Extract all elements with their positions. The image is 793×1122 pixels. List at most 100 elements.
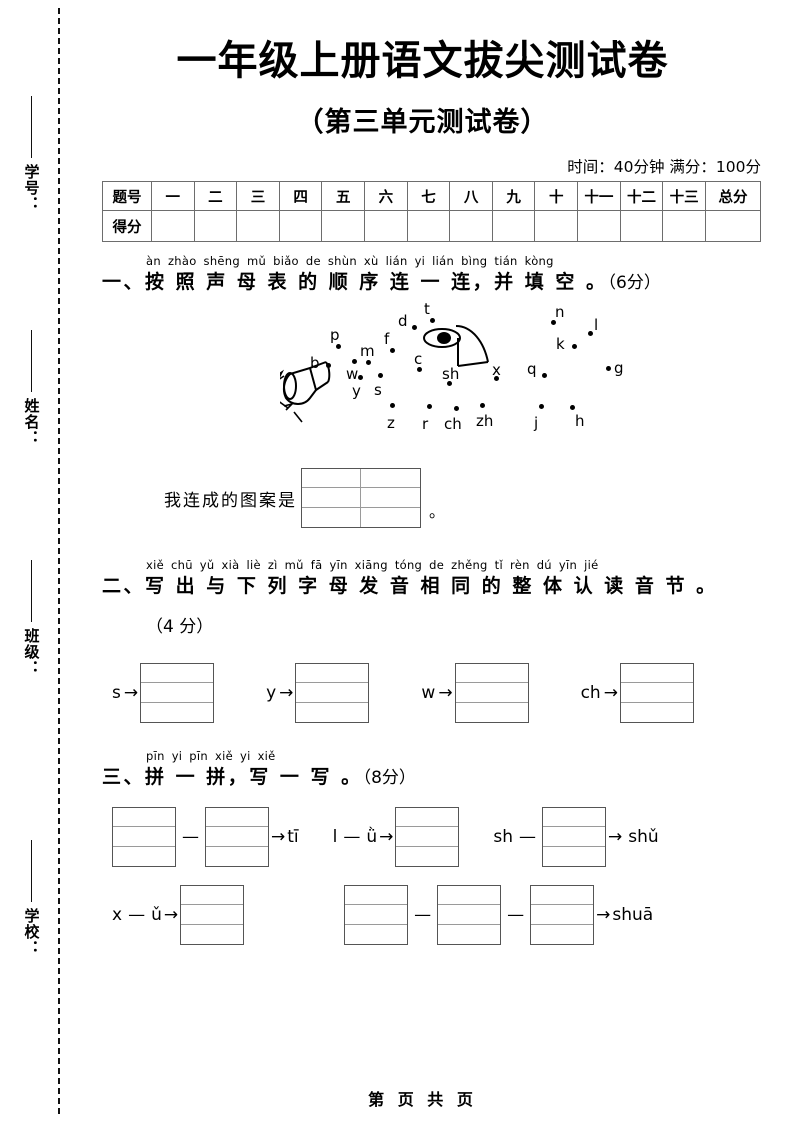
question-2-heading-text: 二、写 出 与 下 列 字 母 发 音 相 同 的 整 体 认 读 音 节 。	[102, 575, 718, 597]
score-input-2[interactable]	[193, 210, 238, 242]
answer-cell[interactable]	[113, 808, 175, 828]
score-input-3[interactable]	[236, 210, 280, 242]
answer-cell[interactable]	[141, 664, 214, 684]
score-col-7: 七	[406, 181, 451, 211]
answer-cell[interactable]	[345, 886, 408, 906]
puzzle-dot[interactable]	[480, 403, 485, 408]
answer-cell[interactable]	[438, 905, 501, 925]
score-input-9[interactable]	[491, 210, 536, 242]
answer-cell[interactable]	[531, 925, 593, 944]
puzzle-dot[interactable]	[494, 376, 499, 381]
answer-cell[interactable]	[361, 508, 420, 527]
answer-cell[interactable]	[621, 703, 693, 722]
answer-cell[interactable]	[206, 847, 268, 866]
puzzle-dot-label: sh	[442, 365, 460, 383]
question-3-box-2[interactable]	[395, 807, 460, 867]
puzzle-dot[interactable]	[542, 373, 547, 378]
puzzle-dot[interactable]	[539, 404, 544, 409]
puzzle-dot[interactable]	[454, 406, 459, 411]
answer-cell[interactable]	[302, 488, 361, 508]
puzzle-dot[interactable]	[606, 366, 611, 371]
pinyin-syllable: àn	[146, 254, 161, 268]
score-input-1[interactable]	[151, 210, 195, 242]
puzzle-dot[interactable]	[447, 381, 452, 386]
answer-cell[interactable]	[296, 703, 368, 722]
answer-cell[interactable]	[620, 683, 693, 703]
puzzle-dot[interactable]	[336, 344, 341, 349]
puzzle-dot[interactable]	[412, 325, 417, 330]
answer-cell[interactable]	[396, 827, 459, 847]
answer-cell[interactable]	[455, 683, 528, 703]
answer-cell[interactable]	[296, 664, 369, 684]
score-input-6[interactable]	[364, 210, 408, 242]
score-input-4[interactable]	[278, 210, 323, 242]
question-3-box-5a[interactable]	[344, 885, 409, 945]
answer-cell[interactable]	[181, 905, 244, 925]
pinyin-syllable: xù	[363, 254, 379, 268]
answer-cell[interactable]	[302, 507, 361, 527]
answer-cell[interactable]	[543, 847, 605, 866]
answer-cell[interactable]	[438, 886, 501, 906]
answer-cell[interactable]	[345, 925, 407, 944]
score-col-6: 六	[364, 181, 408, 211]
question-2-box-w[interactable]	[454, 663, 529, 723]
answer-cell[interactable]	[456, 703, 528, 722]
answer-cell[interactable]	[345, 905, 408, 925]
answer-cell[interactable]	[438, 925, 500, 944]
question-2-box-s[interactable]	[140, 663, 215, 723]
answer-cell[interactable]	[396, 808, 459, 828]
puzzle-dot[interactable]	[570, 405, 575, 410]
question-3-box-1b[interactable]	[205, 807, 269, 867]
answer-cell[interactable]	[302, 469, 361, 489]
puzzle-dot[interactable]	[417, 367, 422, 372]
answer-cell[interactable]	[531, 886, 594, 906]
score-input-8[interactable]	[449, 210, 493, 242]
question-2-box-y[interactable]	[295, 663, 370, 723]
answer-cell[interactable]	[361, 469, 420, 489]
answer-cell[interactable]	[113, 847, 175, 866]
puzzle-dot[interactable]	[390, 348, 395, 353]
answer-cell[interactable]	[543, 808, 606, 828]
score-input-11[interactable]	[577, 210, 621, 242]
puzzle-dot[interactable]	[572, 344, 577, 349]
question-3-box-5c[interactable]	[530, 885, 595, 945]
score-input-12[interactable]	[619, 210, 664, 242]
answer-cell[interactable]	[181, 925, 243, 944]
answer-cell[interactable]	[296, 683, 369, 703]
answer-cell[interactable]	[361, 488, 420, 508]
question-3-box-1a[interactable]	[112, 807, 176, 867]
score-input-7[interactable]	[406, 210, 451, 242]
margin-field-class: 班级：	[14, 560, 48, 676]
answer-cell[interactable]	[543, 827, 606, 847]
puzzle-dot[interactable]	[427, 404, 432, 409]
answer-cell[interactable]	[206, 808, 268, 828]
puzzle-dot[interactable]	[430, 318, 435, 323]
question-3-box-3[interactable]	[542, 807, 607, 867]
puzzle-dot[interactable]	[366, 360, 371, 365]
answer-cell[interactable]	[620, 664, 693, 684]
score-input-10[interactable]	[534, 210, 579, 242]
question-3-box-5b[interactable]	[437, 885, 502, 945]
puzzle-dot[interactable]	[358, 375, 363, 380]
puzzle-dot[interactable]	[551, 320, 556, 325]
puzzle-dot[interactable]	[588, 331, 593, 336]
answer-cell[interactable]	[396, 847, 458, 866]
score-input-total[interactable]	[705, 210, 761, 242]
puzzle-dot[interactable]	[378, 373, 383, 378]
question-3-box-4[interactable]	[180, 885, 245, 945]
answer-cell[interactable]	[531, 905, 594, 925]
answer-cell[interactable]	[141, 703, 213, 722]
answer-cell[interactable]	[455, 664, 528, 684]
puzzle-dot[interactable]	[352, 359, 357, 364]
score-input-13[interactable]	[662, 210, 706, 242]
answer-cell[interactable]	[181, 886, 244, 906]
answer-cell[interactable]	[141, 683, 214, 703]
question-2-box-ch[interactable]	[619, 663, 694, 723]
puzzle-dot[interactable]	[390, 403, 395, 408]
question-1-answer-box[interactable]	[301, 468, 421, 528]
score-input-5[interactable]	[321, 210, 366, 242]
answer-cell[interactable]	[113, 827, 175, 847]
answer-cell[interactable]	[206, 827, 268, 847]
puzzle-dot[interactable]	[326, 363, 331, 368]
